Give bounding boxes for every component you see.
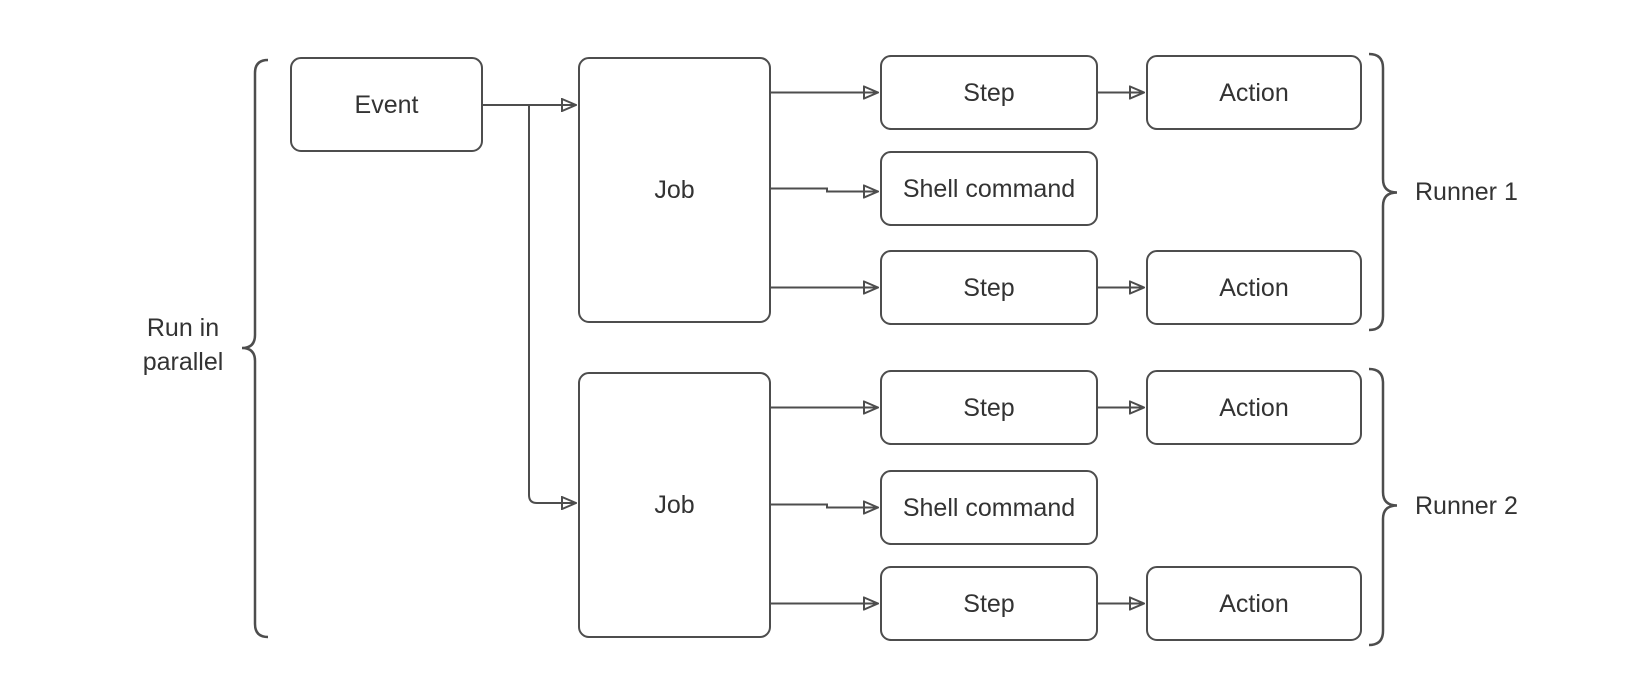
shell-command-label: Shell command bbox=[902, 174, 1076, 203]
runner2-action-2-node: Action bbox=[1146, 566, 1362, 641]
shell-command-label: Shell command bbox=[902, 493, 1076, 522]
edge-event-job2 bbox=[528, 105, 576, 503]
runner2-step-1-node: Step bbox=[880, 370, 1098, 445]
run-in-parallel-label: Run in parallel bbox=[142, 314, 224, 376]
runner1-action-2-node: Action bbox=[1146, 250, 1362, 325]
runner-2-brace bbox=[1368, 367, 1398, 647]
edge-job2-shell2 bbox=[771, 505, 878, 508]
job-1-node: Job bbox=[578, 57, 771, 323]
job-2-node: Job bbox=[578, 372, 771, 638]
runner-2-label: Runner 2 bbox=[1415, 492, 1518, 520]
event-node: Event bbox=[290, 57, 483, 152]
step-label: Step bbox=[963, 393, 1015, 422]
job-1-label: Job bbox=[654, 176, 695, 204]
runner-1-brace bbox=[1368, 52, 1398, 332]
event-label: Event bbox=[354, 90, 419, 119]
run-in-parallel-brace bbox=[241, 58, 269, 639]
step-label: Step bbox=[963, 78, 1015, 107]
step-label: Step bbox=[963, 589, 1015, 618]
step-label: Step bbox=[963, 273, 1015, 302]
runner1-step-1-node: Step bbox=[880, 55, 1098, 130]
runner-1-label: Runner 1 bbox=[1415, 178, 1518, 206]
runner1-shell-command-node: Shell command bbox=[880, 151, 1098, 226]
action-label: Action bbox=[1219, 589, 1289, 618]
job-2-label: Job bbox=[654, 491, 695, 519]
action-label: Action bbox=[1219, 393, 1289, 422]
runner2-shell-command-node: Shell command bbox=[880, 470, 1098, 545]
runner2-action-1-node: Action bbox=[1146, 370, 1362, 445]
runner1-action-1-node: Action bbox=[1146, 55, 1362, 130]
action-label: Action bbox=[1219, 78, 1289, 107]
edge-job1-shell1 bbox=[771, 189, 878, 192]
action-label: Action bbox=[1219, 273, 1289, 302]
runner1-step-2-node: Step bbox=[880, 250, 1098, 325]
runner2-step-2-node: Step bbox=[880, 566, 1098, 641]
